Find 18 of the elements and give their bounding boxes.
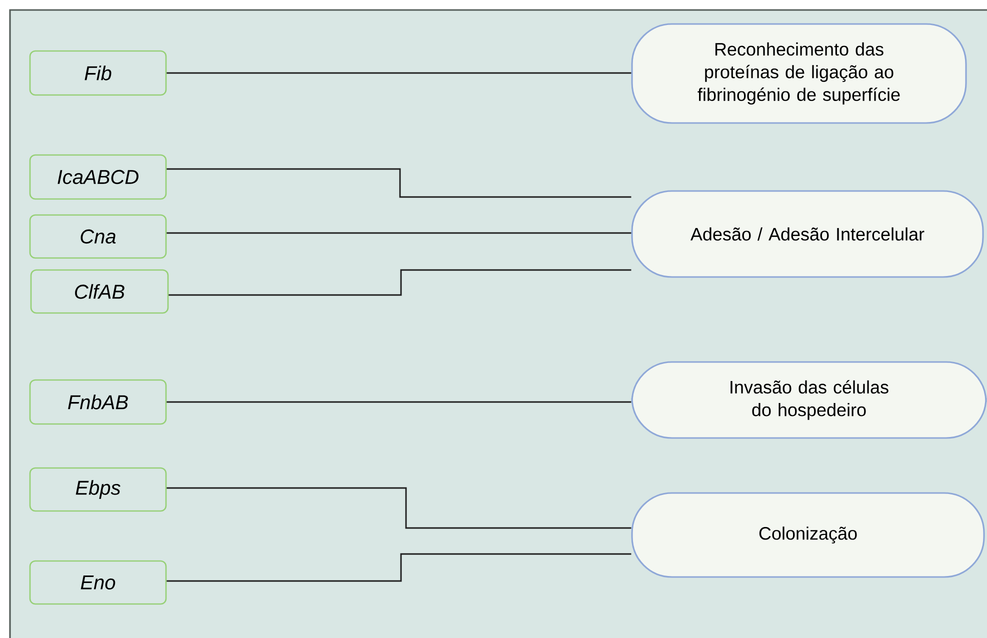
gene-box: Cna	[29, 214, 167, 259]
connector-line	[166, 72, 632, 74]
connector-line	[166, 232, 632, 234]
gene-box: ClfAB	[30, 269, 169, 314]
gene-box: IcaABCD	[29, 154, 167, 200]
gene-box: Fib	[29, 50, 167, 96]
connector-line	[166, 168, 632, 198]
function-box: Colonização	[631, 492, 985, 578]
gene-box: Ebps	[29, 467, 167, 512]
connector-line	[166, 487, 632, 529]
function-box: Adesão / Adesão Intercelular	[631, 190, 984, 278]
connector-line	[166, 401, 632, 403]
connector-line	[166, 553, 632, 582]
gene-box: Eno	[29, 560, 167, 605]
gene-box: FnbAB	[29, 379, 167, 425]
function-box: Reconhecimento das proteínas de ligação ao fibrinogénio de superfície	[631, 23, 967, 124]
connector-line	[168, 269, 632, 296]
function-box: Invasão das células do hospedeiro	[631, 361, 987, 439]
